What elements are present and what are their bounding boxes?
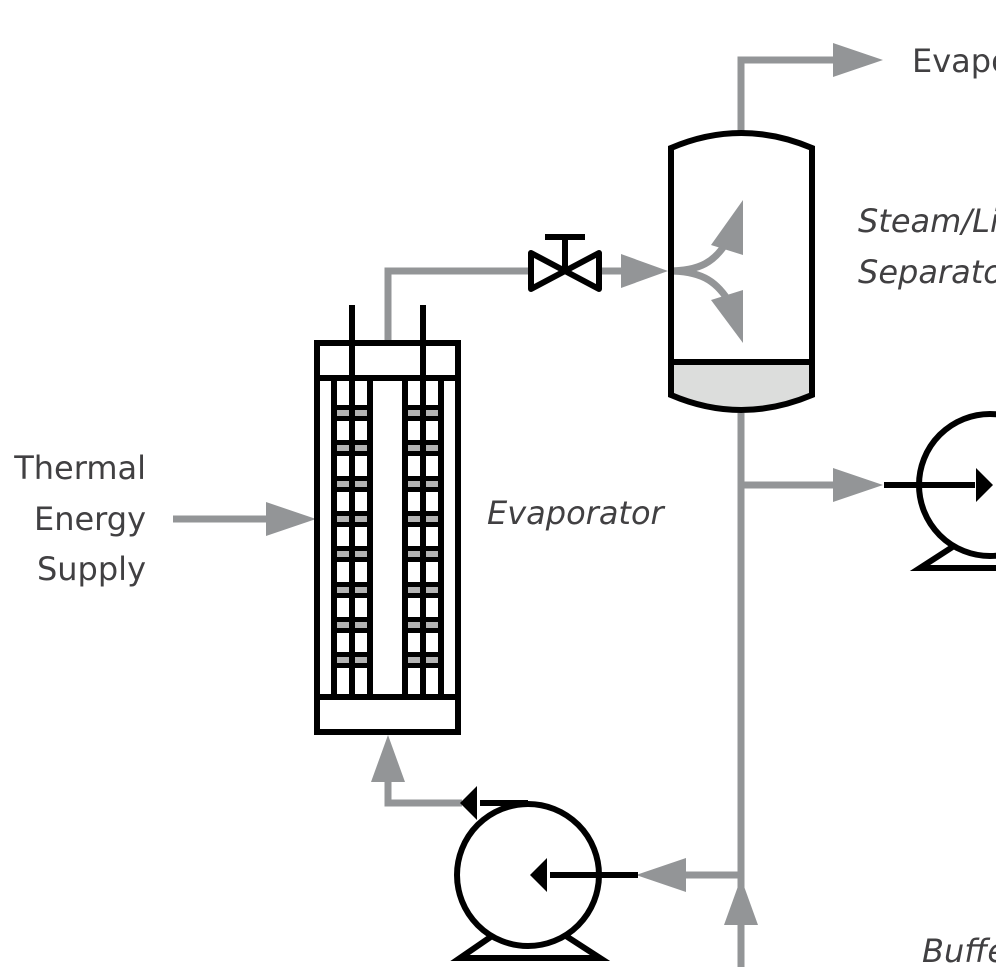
discharge-pump[interactable]	[884, 411, 996, 571]
tube-band	[334, 546, 370, 562]
tube-insert	[337, 481, 349, 487]
tube-insert	[355, 481, 367, 487]
pipe-evaporator-to-valve	[384, 267, 530, 343]
separator-label-line2: Separato	[858, 253, 996, 291]
tube-insert	[426, 551, 438, 557]
arrow-to-circulation-pump	[636, 858, 686, 892]
arrow-from-buffer	[724, 878, 758, 925]
arrow-to-discharge-pump	[833, 468, 883, 502]
tube-insert	[355, 587, 367, 593]
tube-insert	[337, 551, 349, 557]
tube-band	[405, 546, 441, 562]
tube-insert	[337, 410, 349, 416]
tube-band	[405, 652, 441, 668]
tube-band	[334, 617, 370, 633]
tube-insert	[355, 551, 367, 557]
tube-band	[334, 476, 370, 492]
pipe-pump-to-evaporator	[384, 775, 462, 807]
arrow-separator-vapor	[711, 200, 743, 255]
arrow-thermal-energy	[266, 502, 316, 536]
tube-insert	[355, 657, 367, 663]
tube-insert	[408, 587, 420, 593]
thermal-energy-label-line1: Thermal	[13, 449, 146, 487]
tube-insert	[426, 657, 438, 663]
tube-insert	[408, 622, 420, 628]
pipe-evaporated-output	[737, 56, 835, 132]
tube-insert	[408, 551, 420, 557]
tube-band	[334, 440, 370, 456]
tube-inserts	[334, 405, 441, 668]
arrow-into-evaporator-bottom	[371, 735, 405, 782]
arrow-evaporated-output	[833, 43, 883, 77]
tube-insert	[408, 516, 420, 522]
evaporator	[314, 305, 461, 735]
tube-insert	[355, 516, 367, 522]
evaporated-output-label: Evapo	[912, 42, 996, 80]
evaporator-label: Evaporator	[487, 494, 666, 532]
tube-insert	[426, 516, 438, 522]
tube-insert	[426, 622, 438, 628]
tube-insert	[337, 657, 349, 663]
pipe-separator-split-down	[667, 267, 731, 302]
tube-insert	[337, 587, 349, 593]
tube-insert	[355, 445, 367, 451]
tube-insert	[337, 445, 349, 451]
tube-band	[405, 511, 441, 527]
tube-insert	[355, 410, 367, 416]
thermal-energy-label-line2: Energy	[34, 500, 146, 538]
tube-band	[334, 652, 370, 668]
tube-band	[405, 476, 441, 492]
arrow-separator-liquid	[711, 290, 743, 343]
tube-band	[334, 511, 370, 527]
tube-insert	[408, 481, 420, 487]
circulation-pump[interactable]	[450, 786, 638, 961]
tube-insert	[408, 657, 420, 663]
arrow-into-separator	[621, 254, 668, 288]
tube-band	[405, 405, 441, 421]
tube-insert	[426, 481, 438, 487]
separator-label-line1: Steam/Li	[858, 202, 996, 240]
gate-valve[interactable]	[528, 234, 602, 292]
tube-insert	[426, 445, 438, 451]
tube-insert	[337, 516, 349, 522]
tube-band	[405, 582, 441, 598]
tube-insert	[426, 587, 438, 593]
tube-insert	[408, 410, 420, 416]
buffer-label: Buffe	[922, 932, 996, 967]
tube-insert	[337, 622, 349, 628]
thermal-energy-label-line3: Supply	[37, 550, 146, 588]
tube-insert	[426, 410, 438, 416]
tube-band	[405, 617, 441, 633]
tube-band	[334, 582, 370, 598]
steam-liquid-separator	[668, 130, 815, 413]
tube-band	[334, 405, 370, 421]
tube-band	[405, 440, 441, 456]
tube-insert	[408, 445, 420, 451]
tube-insert	[355, 622, 367, 628]
